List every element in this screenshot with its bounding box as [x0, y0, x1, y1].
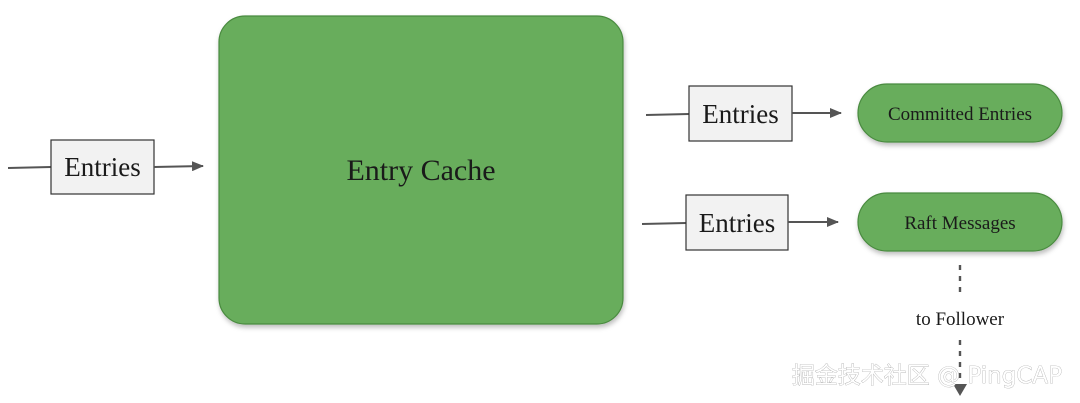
input-to-cache-arrow	[153, 161, 204, 172]
committed-branch-line	[645, 113, 690, 116]
committed-out-entries-box: Entries	[688, 85, 793, 142]
raft-messages-node: Raft Messages	[857, 192, 1063, 252]
committed-entries-label: Committed Entries	[888, 104, 1032, 125]
raft-branch-line	[641, 222, 687, 225]
input-line	[7, 166, 52, 169]
raft-messages-label: Raft Messages	[904, 213, 1015, 234]
watermark-text: 掘金技术社区 @ PingCAP	[792, 363, 1062, 389]
input-entries-box: Entries	[50, 139, 155, 195]
committed-out-entries-label: Entries	[702, 99, 778, 129]
raft-out-entries-box: Entries	[685, 194, 789, 251]
to-follower-label: to Follower	[916, 309, 1005, 330]
input-entries-label: Entries	[64, 152, 140, 182]
entry-cache-label: Entry Cache	[346, 154, 495, 187]
entry-cache-node: Entry Cache	[218, 15, 624, 325]
raft-out-entries-label: Entries	[699, 208, 775, 238]
to-follower-arrowhead	[953, 384, 967, 396]
committed-entries-node: Committed Entries	[857, 83, 1063, 143]
